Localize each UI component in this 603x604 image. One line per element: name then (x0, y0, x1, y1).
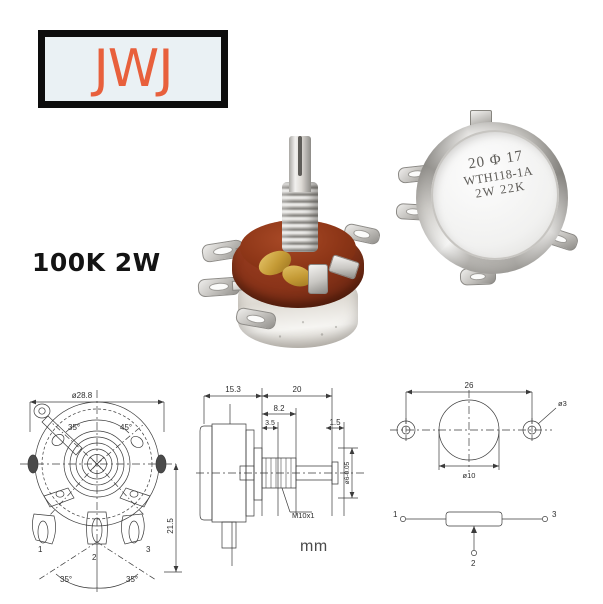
dim-side-body-length: 15.3 (225, 385, 241, 394)
potentiometer-front-photo (196, 130, 396, 355)
dim-front-diameter: ø28.8 (72, 391, 93, 400)
callout-thread-spec: M10x1 (292, 511, 315, 520)
brand-logo: JWJ (38, 30, 228, 108)
dim-side-flat: 3.5 (265, 420, 275, 427)
pot-label-face (431, 130, 559, 260)
dim-angle-top-left: 35° (68, 423, 80, 432)
drawing-side-view: 15.3 20 8.2 3.5 1.5 ø6-0.05 M10x1 (196, 385, 366, 566)
dim-side-shaft-diameter: ø6-0.05 (344, 461, 351, 484)
product-photo-area: 20 Φ 17 WTH118-1A 2W 22K (0, 100, 603, 358)
drawing-panel-cutout-and-schematic: 26 ø10 ø3 1 3 2 (390, 381, 567, 568)
schematic-terminal-label-2: 2 (471, 559, 476, 568)
drawing-front-view: ø28.8 35° 45° 35° 35° 1 2 3 21.5 (20, 390, 182, 592)
dim-angle-bottom-left: 35° (60, 575, 72, 584)
dim-front-height: 21.5 (166, 518, 175, 534)
pot-shaft-slot (298, 136, 302, 176)
pot-threaded-bushing (282, 182, 318, 252)
schematic-terminal-label-3: 3 (552, 510, 557, 519)
dim-panel-side-hole: ø3 (558, 399, 567, 408)
dim-side-bushing: 8.2 (273, 404, 285, 413)
potentiometer-label-photo: 20 Φ 17 WTH118-1A 2W 22K (395, 108, 588, 323)
dim-angle-top-right: 45° (120, 423, 132, 432)
brand-logo-text: JWJ (93, 39, 173, 99)
schematic-terminal-label-1: 1 (393, 510, 398, 519)
front-terminal-label-1: 1 (38, 545, 43, 554)
drawing-unit-label: mm (300, 538, 328, 555)
pot-solder-tab-front (308, 264, 328, 294)
dim-panel-center-hole: ø10 (463, 471, 476, 480)
dim-panel-hole-spacing: 26 (465, 381, 474, 390)
dim-angle-bottom-right: 35° (126, 575, 138, 584)
product-spec-caption: 100K 2W (32, 248, 161, 277)
front-terminal-label-3: 3 (146, 545, 151, 554)
dim-side-shaft-length: 20 (293, 385, 302, 394)
front-terminal-label-2: 2 (92, 553, 97, 562)
dim-side-tip: 1.5 (329, 418, 341, 427)
technical-drawings: ø28.8 35° 45° 35° 35° 1 2 3 21.5 (0, 366, 603, 604)
